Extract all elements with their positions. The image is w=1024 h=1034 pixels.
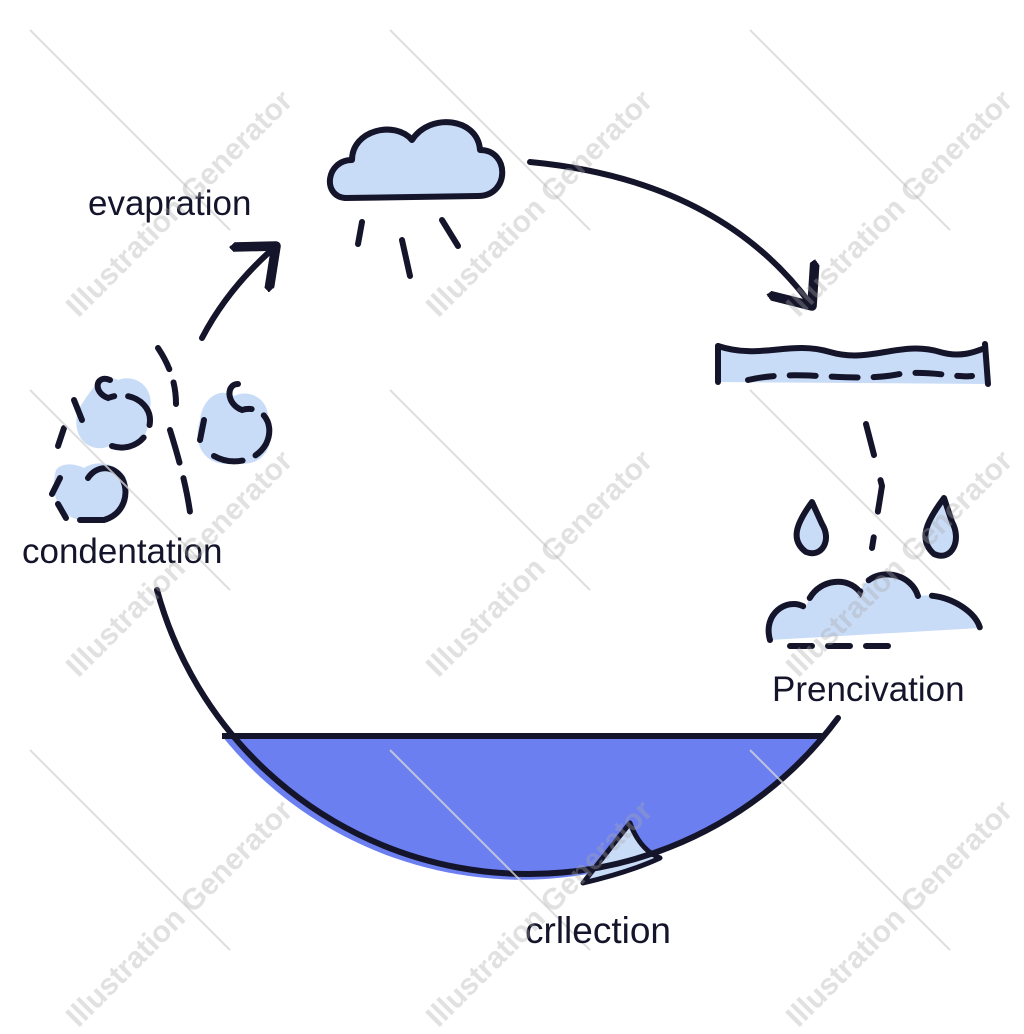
label-precipitation: Prencivation — [772, 670, 965, 709]
label-collection: crllection — [525, 910, 671, 951]
cycle-arrow-top-right — [527, 159, 812, 306]
label-evaporation: evapration — [88, 184, 252, 223]
cycle-arrow-top-left — [199, 246, 276, 341]
cycle-path-right-dashed — [863, 421, 886, 551]
rain-drops-icon — [355, 217, 461, 279]
precipitation-cloud-icon — [765, 571, 983, 649]
precipitation-cloud-band-icon — [715, 341, 991, 387]
evaporation-cloud-icon — [327, 119, 506, 201]
label-condensation: condentation — [22, 532, 223, 571]
cycle-arc-bottom — [154, 587, 841, 877]
condensation-droplets-icon — [49, 345, 273, 523]
raindrop-icon-right — [922, 495, 959, 559]
watermark-lines — [29, 29, 951, 951]
raindrop-icon-left — [793, 499, 829, 557]
